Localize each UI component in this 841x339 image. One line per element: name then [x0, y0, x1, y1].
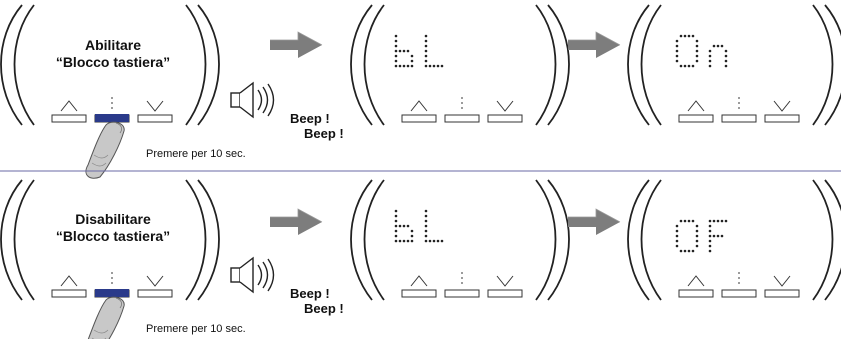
row2-press-hint: Premere per 10 sec.	[146, 323, 246, 335]
row2-action-line1: Disabilitare	[75, 211, 151, 227]
row2-pressed-menu-button[interactable]	[95, 289, 129, 297]
row2-finger-icon	[85, 296, 125, 339]
row2-arrow1-icon	[269, 208, 323, 236]
row1-panel-on	[627, 4, 841, 126]
row1-pressed-menu-button[interactable]	[95, 114, 129, 122]
row2-beep2: Beep !	[304, 301, 344, 316]
row1-beep2: Beep !	[304, 126, 344, 141]
row1-action-line1: Abilitare	[84, 37, 141, 53]
row1-speaker-icon	[230, 82, 275, 118]
row2-panel-action	[0, 179, 220, 339]
row1-display-on	[675, 34, 728, 68]
row1-beep1: Beep !	[290, 111, 330, 126]
row2-display-bl	[394, 209, 444, 243]
row2-display-of	[675, 219, 728, 253]
row2-speaker-icon	[230, 257, 275, 293]
row1-arrow2-icon	[567, 31, 621, 59]
row1-arrow1-icon	[269, 31, 323, 59]
row1-finger-icon	[85, 121, 125, 179]
row1-panel-bl	[350, 4, 570, 126]
row2-arrow2-icon	[567, 208, 621, 236]
row2-panel-of	[627, 179, 841, 301]
row2-action-line2: “Blocco tastiera”	[55, 228, 171, 244]
row1-press-hint: Premere per 10 sec.	[146, 148, 246, 160]
row1-panel-action	[0, 4, 220, 179]
row1-display-bl	[394, 34, 444, 68]
row2-beep1: Beep !	[290, 286, 330, 301]
row2-panel-bl	[350, 179, 570, 301]
row1-action-line2: “Blocco tastiera”	[55, 54, 171, 70]
